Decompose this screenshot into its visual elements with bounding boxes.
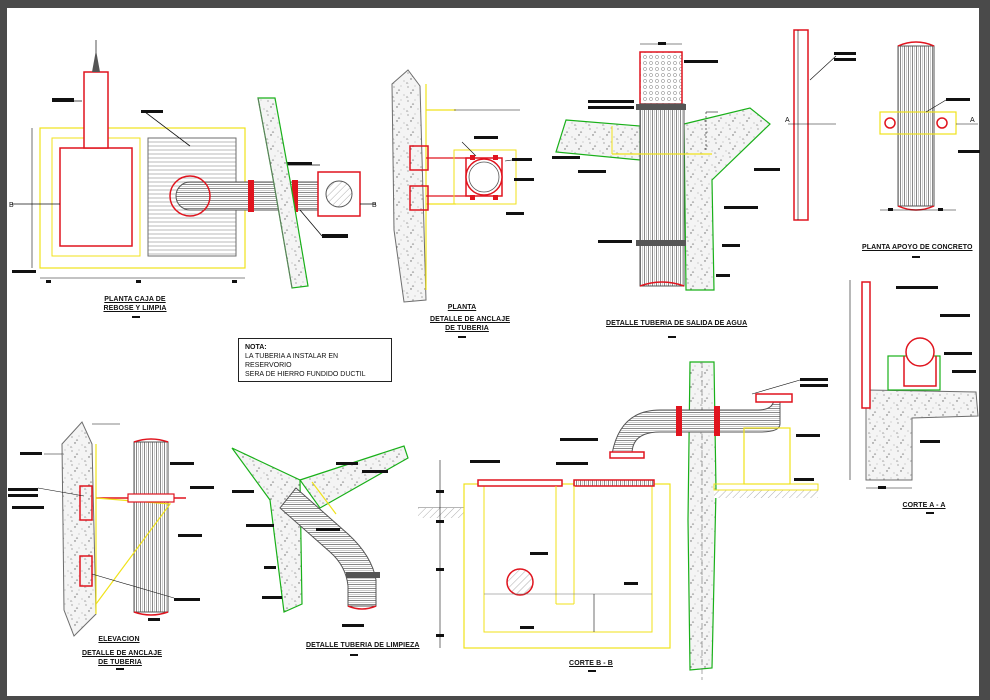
marker-a-right: A — [970, 117, 975, 124]
view-planta-caja — [12, 40, 376, 283]
title-anclaje-2: DE TUBERIA — [445, 325, 489, 332]
view-corte-bb — [418, 361, 828, 680]
marker-a-left: A — [785, 117, 790, 124]
view-salida — [552, 42, 780, 291]
note-box: NOTA: LA TUBERIA A INSTALAR EN RESERVORI… — [238, 338, 392, 382]
marker-b-left: B — [9, 202, 14, 209]
title-apoyo: PLANTA APOYO DE CONCRETO — [862, 244, 973, 251]
title-planta: PLANTA — [447, 304, 477, 311]
title-elevacion: ELEVACION — [98, 636, 140, 643]
view-apoyo — [788, 29, 980, 221]
title-limpieza: DETALLE TUBERIA DE LIMPIEZA — [306, 642, 420, 649]
marker-b-right: B — [372, 202, 377, 209]
note-line-2: SERA DE HIERRO FUNDIDO DUCTIL — [245, 371, 366, 378]
title-anclaje-1: DETALLE DE ANCLAJE — [430, 316, 510, 323]
title-corte-bb: CORTE B - B — [569, 660, 613, 667]
title-planta-caja-1: PLANTA CAJA DE — [104, 296, 166, 303]
title-corte-aa: CORTE A - A — [902, 502, 946, 509]
view-wall-diagonal — [257, 97, 309, 289]
view-elevacion — [8, 421, 214, 637]
view-limpieza — [231, 445, 409, 627]
paper — [7, 8, 979, 696]
title-planta-caja-2: REBOSE Y LIMPIA — [103, 305, 167, 312]
title-anclaje2-1: DETALLE DE ANCLAJE — [82, 650, 162, 657]
note-title: NOTA: — [245, 344, 267, 351]
note-line-1: LA TUBERIA A INSTALAR EN RESERVORIO — [245, 353, 339, 369]
view-planta-anclaje — [391, 69, 534, 303]
title-anclaje2-2: DE TUBERIA — [98, 659, 142, 666]
title-salida: DETALLE TUBERIA DE SALIDA DE AGUA — [606, 320, 748, 327]
view-corte-aa — [849, 280, 979, 489]
